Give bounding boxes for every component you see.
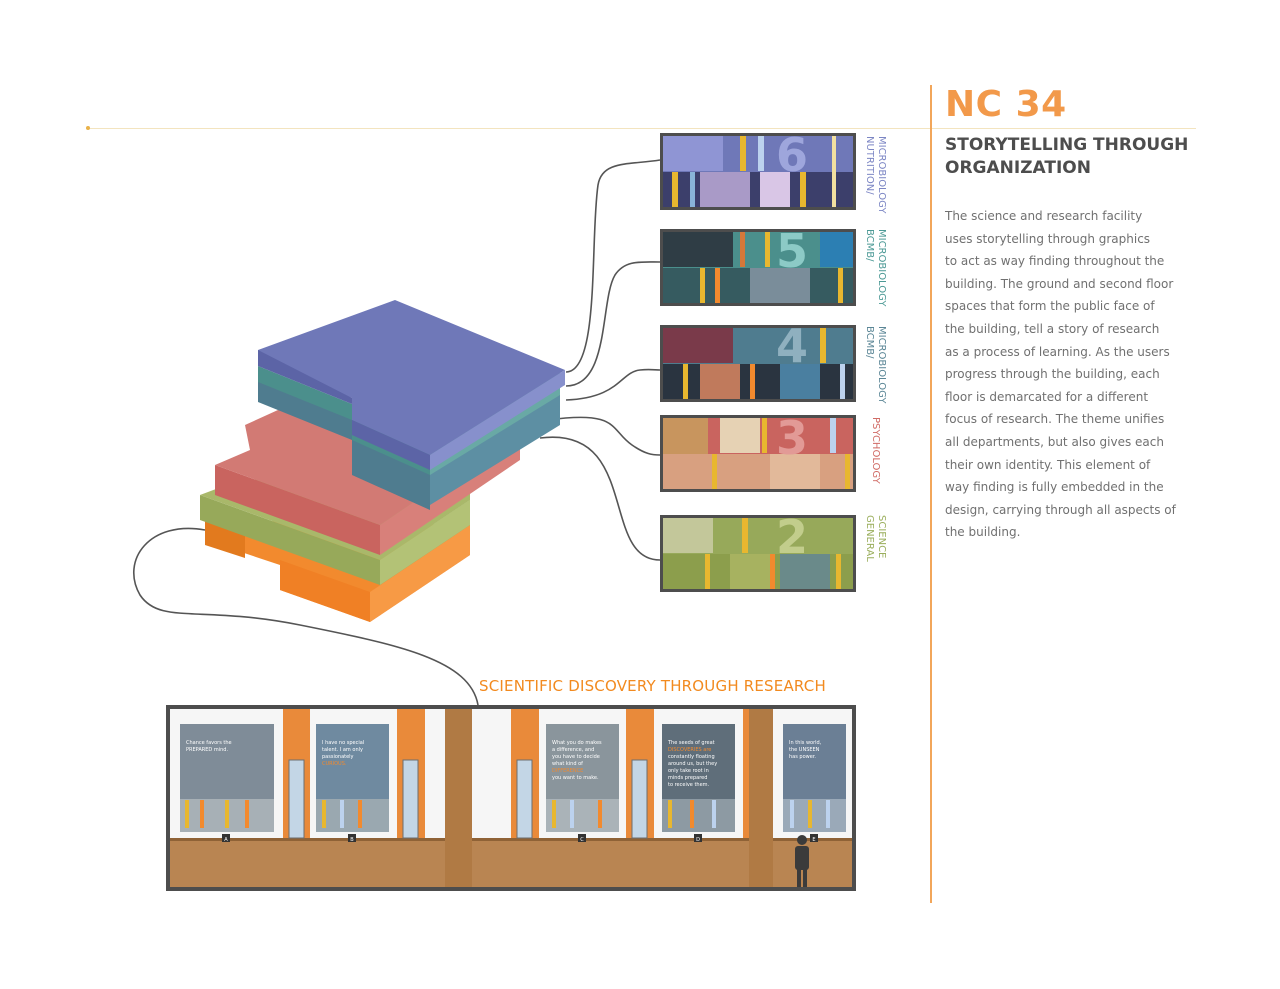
top-rule-dot xyxy=(86,126,90,130)
poster-quote-line: a difference, and xyxy=(552,747,594,753)
floor-panel-5: 5 xyxy=(660,224,856,306)
floor-label-line: PSYCHOLOGY xyxy=(870,417,881,485)
floor-panel-2: 2 xyxy=(660,510,856,592)
poster-tag: C xyxy=(580,837,584,843)
floor-label-4: BCMB/ MICROBIOLOGY xyxy=(864,326,887,404)
floor-number-5: 5 xyxy=(776,224,808,278)
poster-quote-line: The seeds of great xyxy=(667,740,715,746)
description-line: to act as way finding throughout the xyxy=(945,254,1165,269)
floor-label-2: GENERAL SCIENCE xyxy=(864,515,887,565)
poster-quote: The seeds of great DISCOVERIES are const… xyxy=(667,740,719,788)
description-line: focus of research. The theme unifies xyxy=(945,412,1165,427)
poster-quote: In this world, the UNSEEN has power. xyxy=(789,740,823,760)
floor-label-line: NUTRITION/ xyxy=(864,136,875,195)
floor-panels: 6 5 4 xyxy=(660,128,887,592)
poster-quote-line: what kind of xyxy=(552,761,583,767)
floor-panel-4: 4 xyxy=(660,319,856,402)
poster-quote-line: constantly floating xyxy=(668,754,715,760)
poster-tag: E xyxy=(812,837,815,843)
poster-c: C What you do makes a difference, and yo… xyxy=(546,724,619,843)
poster-quote-line: CURIOUS. xyxy=(322,761,347,767)
leader-line-floor3 xyxy=(547,416,661,456)
poster-quote: What you do makes a difference, and you … xyxy=(552,740,603,781)
description-line: their own identity. This element of xyxy=(945,457,1151,472)
poster-quote-line: you want to make. xyxy=(552,775,599,781)
subtitle-line: STORYTELLING THROUGH xyxy=(945,135,1189,155)
poster-quote: Chance favors the PREPARED mind. xyxy=(186,740,233,753)
poster-quote-line: passionately xyxy=(322,754,354,760)
poster-b: B I have no special talent. I am only pa… xyxy=(316,724,389,843)
description-line: design, carrying through all aspects of xyxy=(945,502,1176,517)
subtitle-line: ORGANIZATION xyxy=(945,158,1091,178)
description-line: way finding is fully embedded in the xyxy=(945,480,1164,495)
poster-quote-line: you have to decide xyxy=(552,754,600,760)
project-subtitle: STORYTELLING THROUGH ORGANIZATION xyxy=(945,134,1205,180)
person-silhouette xyxy=(795,835,809,887)
floor-label-line: MICROBIOLOGY xyxy=(876,326,887,404)
poster-tag: B xyxy=(350,837,354,843)
poster-quote-line: minds prepared xyxy=(668,775,707,781)
poster-quote-line: Chance favors the xyxy=(186,740,232,746)
leader-line-floor6 xyxy=(565,159,661,373)
poster-quote-line: What you do makes xyxy=(552,740,602,746)
leader-line-floor1 xyxy=(133,527,479,706)
floor-label-3: PSYCHOLOGY xyxy=(870,417,881,485)
floor-label-line: GENERAL xyxy=(864,515,875,562)
poster-quote-line: talent. I am only xyxy=(322,747,363,753)
floor-panel-3: 3 xyxy=(660,411,856,492)
description-line: progress through the building, each xyxy=(945,367,1160,382)
poster-quote-line: I have no special xyxy=(322,740,364,746)
project-description: The science and research facility uses s… xyxy=(945,205,1193,544)
floor-number-4: 4 xyxy=(776,319,808,373)
poster-tag: A xyxy=(224,837,228,843)
floor-label-line: BCMB/ xyxy=(864,229,875,262)
description-line: building. The ground and second floor xyxy=(945,276,1174,291)
poster-quote-line: DIFFERENCE xyxy=(552,768,583,774)
poster-tag: D xyxy=(696,837,700,843)
description-line: floor is demarcated for a different xyxy=(945,389,1149,404)
poster-e: E In this world, the UNSEEN has power. xyxy=(783,724,846,843)
floor-number-2: 2 xyxy=(776,510,808,564)
floor-label-6: NUTRITION/ MICROBIOLOGY xyxy=(864,136,887,214)
top-rule xyxy=(86,128,1196,129)
poster-quote-line: only take root in xyxy=(668,768,709,774)
description-line: The science and research facility xyxy=(945,209,1143,223)
poster-a: A Chance favors the PREPARED mind. xyxy=(180,724,274,843)
description-line: uses storytelling through graphics xyxy=(945,231,1151,246)
description-line: the building, tell a story of research xyxy=(945,321,1160,336)
floor-label-line: MICROBIOLOGY xyxy=(876,136,887,214)
floor-number-3: 3 xyxy=(776,411,808,465)
building-massing xyxy=(133,159,661,706)
poster-quote-line: In this world, xyxy=(789,740,822,746)
poster-quote-line: around us, but they xyxy=(668,761,717,767)
floor-label-5: BCMB/ MICROBIOLOGY xyxy=(864,229,887,307)
description-line: the building. xyxy=(945,525,1021,540)
project-title: NC 34 xyxy=(945,84,1067,125)
poster-quote-line: DISCOVERIES are xyxy=(668,747,711,753)
floor-number-6: 6 xyxy=(776,128,808,182)
leader-line-floor4 xyxy=(565,368,661,401)
poster-quote-line: to receive them. xyxy=(668,782,710,788)
poster-d: D The seeds of great DISCOVERIES are con… xyxy=(662,724,735,843)
description-line: as a process of learning. As the users xyxy=(945,344,1170,359)
floor-label-line: MICROBIOLOGY xyxy=(876,229,887,307)
description-line: spaces that form the public face of xyxy=(945,299,1155,314)
interior-elevation: A Chance favors the PREPARED mind. B I h… xyxy=(166,705,856,891)
floor-label-line: BCMB/ xyxy=(864,326,875,359)
leader-line-floor2 xyxy=(539,436,661,561)
elevation-title: SCIENTIFIC DISCOVERY THROUGH RESEARCH xyxy=(479,677,826,695)
floor-label-line: SCIENCE xyxy=(876,515,887,558)
column-divider xyxy=(930,85,932,903)
description-line: all departments, but also gives each xyxy=(945,434,1164,449)
poster-quote-line: the UNSEEN xyxy=(789,747,820,753)
poster-quote-line: PREPARED mind. xyxy=(186,747,228,753)
poster-quote-line: has power. xyxy=(789,754,816,760)
floor-panel-6: 6 xyxy=(660,128,856,210)
leader-line-floor5 xyxy=(565,261,661,387)
poster-quote: I have no special talent. I am only pass… xyxy=(322,740,366,767)
